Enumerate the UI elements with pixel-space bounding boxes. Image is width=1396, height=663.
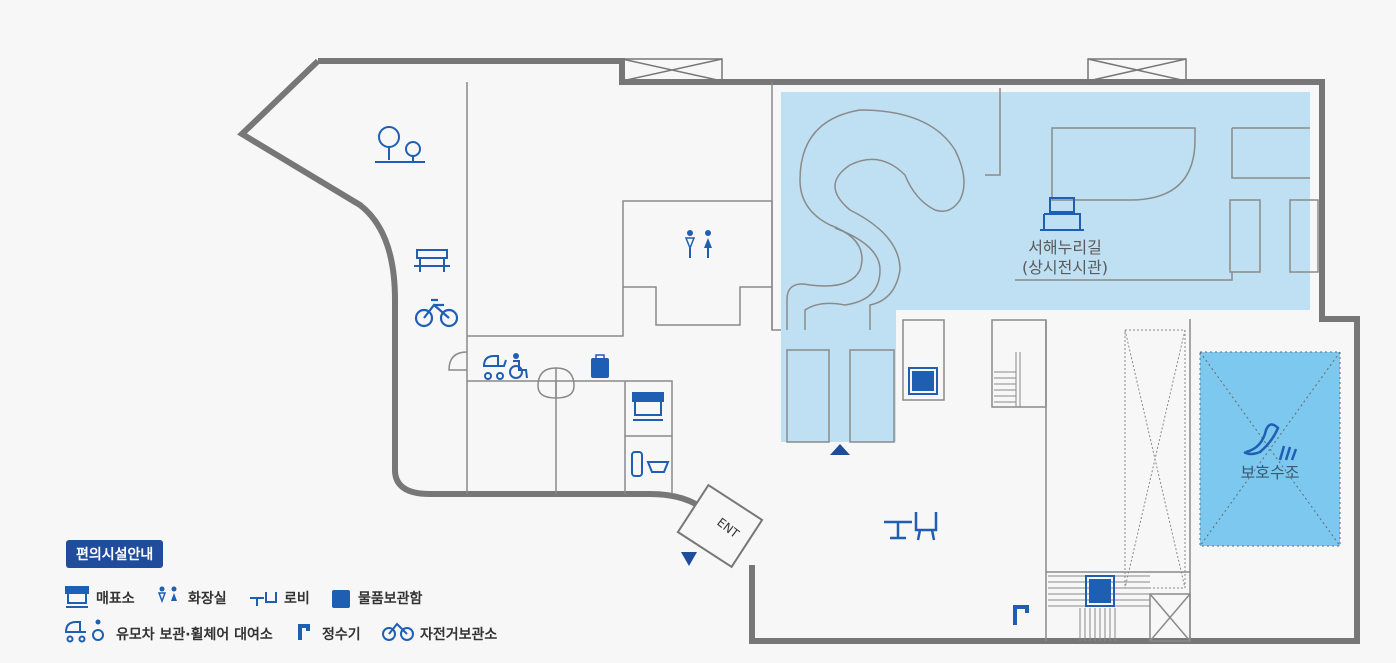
legend-water-fountain-icon xyxy=(298,624,310,640)
area-label-haerugil-line2: (상시전시관) xyxy=(1021,258,1109,277)
seal-icon xyxy=(1243,423,1298,461)
bicycle-icon xyxy=(414,298,459,328)
nursing-icon xyxy=(631,451,670,477)
wheelchair-icon xyxy=(509,353,528,379)
legend-label-bicycle: 자전거보관소 xyxy=(420,627,498,643)
entrance[interactable] xyxy=(676,483,764,569)
legend-stroller-icon xyxy=(64,621,86,643)
entrance-arrow xyxy=(681,552,697,566)
stairs xyxy=(994,352,1150,641)
elevator-icon xyxy=(908,367,938,395)
legend-label-restroom: 화장실 xyxy=(188,591,227,607)
winding-walkway-inner xyxy=(804,227,881,330)
ticket-icon xyxy=(632,392,664,421)
legend-label-ticket: 매표소 xyxy=(96,591,135,607)
legend-label-locker: 물품보관함 xyxy=(358,591,423,607)
legend: 편의시설안내 xyxy=(66,540,164,568)
locker-icon xyxy=(591,354,609,378)
area-label-protect-tank: 보호수조 xyxy=(1240,463,1300,482)
exhibit-display-icon xyxy=(1040,197,1084,231)
winding-walkway xyxy=(786,109,965,330)
park-icon xyxy=(375,126,425,163)
protection-tank[interactable] xyxy=(1199,351,1341,547)
legend-label-lobby: 로비 xyxy=(284,591,310,607)
area-label-haerugil-line1: 서해누리길 xyxy=(1028,238,1102,257)
exhibit-entrance-arrow xyxy=(830,444,850,455)
legend-wheelchair-icon xyxy=(92,619,104,641)
interior-walls xyxy=(466,82,1319,642)
doors xyxy=(448,351,575,399)
legend-title: 편의시설안내 xyxy=(66,540,164,568)
legend-lobby-icon xyxy=(250,592,277,606)
exhibit-area-lower xyxy=(781,310,896,442)
exhibit-area-haerugil[interactable] xyxy=(781,92,1310,310)
legend-label-water-fountain: 정수기 xyxy=(322,627,361,643)
escalator-void xyxy=(1124,329,1186,589)
bench-icon xyxy=(414,249,450,272)
elevator-icon-2 xyxy=(1085,575,1115,607)
legend-label-stroller-wheelchair: 유모차 보관·휠체어 대여소 xyxy=(116,627,273,643)
legend-locker-icon xyxy=(332,590,350,608)
legend-restroom-icon xyxy=(157,586,177,604)
stroller-icon xyxy=(482,355,507,380)
roof-vents xyxy=(621,58,1187,82)
lobby-icon xyxy=(884,512,938,541)
legend-ticket-icon xyxy=(65,586,89,608)
water-fountain-icon xyxy=(1013,605,1029,625)
restroom-icon xyxy=(684,230,712,258)
legend-bicycle-icon xyxy=(382,622,414,641)
area-label-haerugil: 서해누리길 (상시전시관) xyxy=(1000,238,1130,278)
